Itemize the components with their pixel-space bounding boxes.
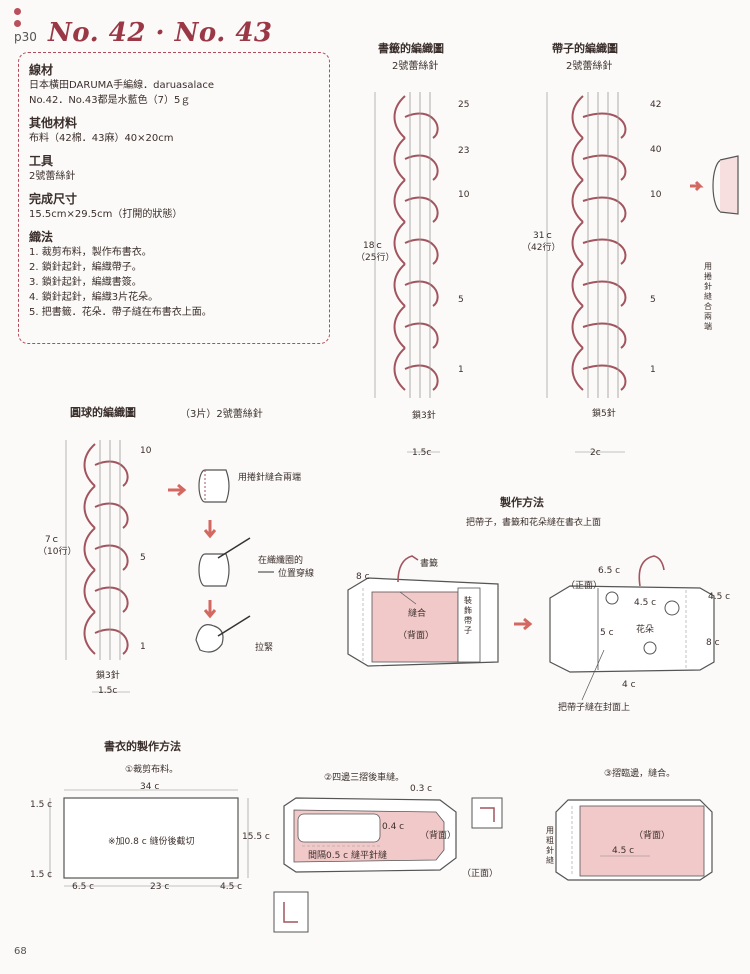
chart-width: 1.5c: [412, 448, 432, 458]
chart-start: 鎖5針: [592, 409, 616, 419]
part-label-bookmark: 書籤: [420, 559, 439, 569]
section-line: 2號蕾絲針: [29, 171, 76, 182]
flower-step2-note-b: 位置穿線: [278, 569, 315, 579]
page-number: 68: [14, 946, 27, 957]
dim-label: 4.5 c: [634, 598, 657, 608]
bookmark-chart-title: 書籤的編織圖: [378, 42, 444, 55]
cover-step1-title: ①裁剪布料。: [125, 765, 179, 775]
chart-size: 31ｃ: [533, 231, 554, 241]
row-label: 40: [650, 145, 662, 155]
chain-stitch-path: [83, 443, 129, 655]
section-line: 3. 鎖針起針，編織書簽。: [29, 277, 142, 288]
section-line: 布料（42棉．43麻）40×20cm: [29, 133, 174, 144]
assembly-right-note: 把帶子縫在封面上: [558, 703, 631, 713]
section-title: 織法: [29, 230, 54, 244]
dim-label: 34 c: [140, 782, 160, 792]
section-line: 1. 裁剪布料，製作布書衣。: [29, 247, 152, 258]
section-line: 5. 把書籤．花朵．帶子縫在布書衣上面。: [29, 307, 212, 318]
dim-label: 4 c: [622, 680, 636, 690]
bullet-dot: [14, 20, 21, 27]
bookmark-chart-subtitle: 2號蕾絲針: [392, 61, 439, 72]
part-label-flower: 花朵: [636, 625, 655, 635]
chart-start: 鎖3針: [96, 671, 120, 681]
strap-chart-subtitle: 2號蕾絲針: [566, 61, 613, 72]
section-line: 4. 鎖針起針，編織3片花朵。: [29, 292, 159, 303]
dim-label: 1.5 c: [30, 800, 53, 810]
row-label: 1: [650, 365, 656, 375]
dim-label: 8 c: [356, 572, 370, 582]
chart-start: 鎖3針: [412, 411, 436, 421]
page-title: No. 42 · No. 43: [48, 18, 273, 48]
assembly-note: 把帶子，書籤和花朵縫在書衣上面: [466, 518, 602, 528]
dim-label: 15.5 c: [242, 832, 270, 842]
row-label: 5: [458, 295, 464, 305]
row-label: 1: [140, 642, 146, 652]
materials-info-box: 線材 日本橫田DARUMA手編線．daruasalace No.42．No.43…: [18, 52, 330, 344]
chart-width: 1.5c: [98, 686, 118, 696]
cover-step2-stitch: 間隔0.5 c 縫平針縫: [308, 851, 387, 861]
dim-label: 4.5 c: [220, 882, 243, 892]
row-label: 23: [458, 146, 470, 156]
cover-title: 書衣的製作方法: [104, 740, 181, 753]
bullet-dot: [14, 8, 21, 15]
chain-stitch-path: [571, 95, 627, 391]
section-title: 工具: [29, 154, 54, 168]
cover-step1-note: ※加0.8 c 縫份後截切: [108, 837, 195, 847]
part-label-strap: 裝飾帶子: [464, 596, 472, 635]
row-label: 1: [458, 365, 464, 375]
section-line: No.42．No.43都是水藍色（7）5ｇ: [29, 95, 191, 106]
cover-step3-title: ③摺臨邊，縫合。: [604, 769, 676, 779]
dim-label: 8 c: [706, 638, 720, 648]
section-line: 日本橫田DARUMA手編線．daruasalace: [29, 80, 215, 91]
strap-chart-title: 帶子的編織圖: [552, 42, 618, 55]
section-line: 15.5cm×29.5cm（打開的狀態）: [29, 209, 183, 220]
part-label-front: （正面）: [566, 581, 603, 591]
row-label: 42: [650, 100, 662, 110]
section-title: 完成尺寸: [29, 192, 78, 206]
cover-step2-back: （背面）: [420, 831, 457, 841]
part-label-seam: 縫合: [408, 609, 427, 619]
row-label: 10: [650, 190, 662, 200]
cover-step3-back: （背面）: [634, 831, 671, 841]
row-label: 10: [458, 190, 470, 200]
flower-chart-title: 圓球的編織圖: [70, 406, 136, 419]
chain-stitch-path: [393, 95, 439, 391]
section-title: 線材: [29, 63, 54, 77]
section-title: 其他材料: [29, 116, 78, 130]
dim-label: 6.5 c: [72, 882, 95, 892]
dim-label: 4.5 c: [612, 846, 635, 856]
page-reference: p30: [14, 30, 37, 44]
row-label: 10: [140, 446, 152, 456]
assembly-title: 製作方法: [500, 496, 544, 509]
flower-chart-count: （3片）2號蕾絲針: [180, 409, 263, 420]
dim-label: 1.5 c: [30, 870, 53, 880]
flower-step3-note: 拉緊: [255, 643, 274, 653]
dim-label: 0.3 c: [410, 784, 433, 794]
row-label: 25: [458, 100, 470, 110]
dim-label: 0.4 c: [382, 822, 405, 832]
chart-rows: （42行）: [522, 243, 561, 253]
part-label-back: （背面）: [398, 631, 435, 641]
cover-step2-title: ②四邊三摺後車縫。: [324, 773, 405, 783]
section-line: 2. 鎖針起針，編織帶子。: [29, 262, 142, 273]
dim-label: 6.5 c: [598, 566, 621, 576]
strap-side-note: 用捲針縫合兩端: [704, 262, 712, 331]
chart-rows: （10行）: [38, 547, 77, 557]
dim-label: 4.5 c: [708, 592, 731, 602]
chart-size: 7ｃ: [45, 535, 60, 545]
chart-width: 2c: [590, 448, 601, 458]
row-label: 5: [650, 295, 656, 305]
flower-step2-note-a: 在織纖圈的: [258, 556, 304, 566]
dim-label: 23 c: [150, 882, 170, 892]
chart-size: 18ｃ: [363, 241, 384, 251]
chart-rows: （25行）: [356, 253, 395, 263]
cover-step2-front: （正面）: [462, 869, 499, 879]
flower-step1-note: 用捲針縫合兩端: [238, 473, 302, 483]
dim-label: 5 c: [600, 628, 614, 638]
cover-step3-stitch: 用粗針縫: [546, 826, 554, 865]
row-label: 5: [140, 553, 146, 563]
